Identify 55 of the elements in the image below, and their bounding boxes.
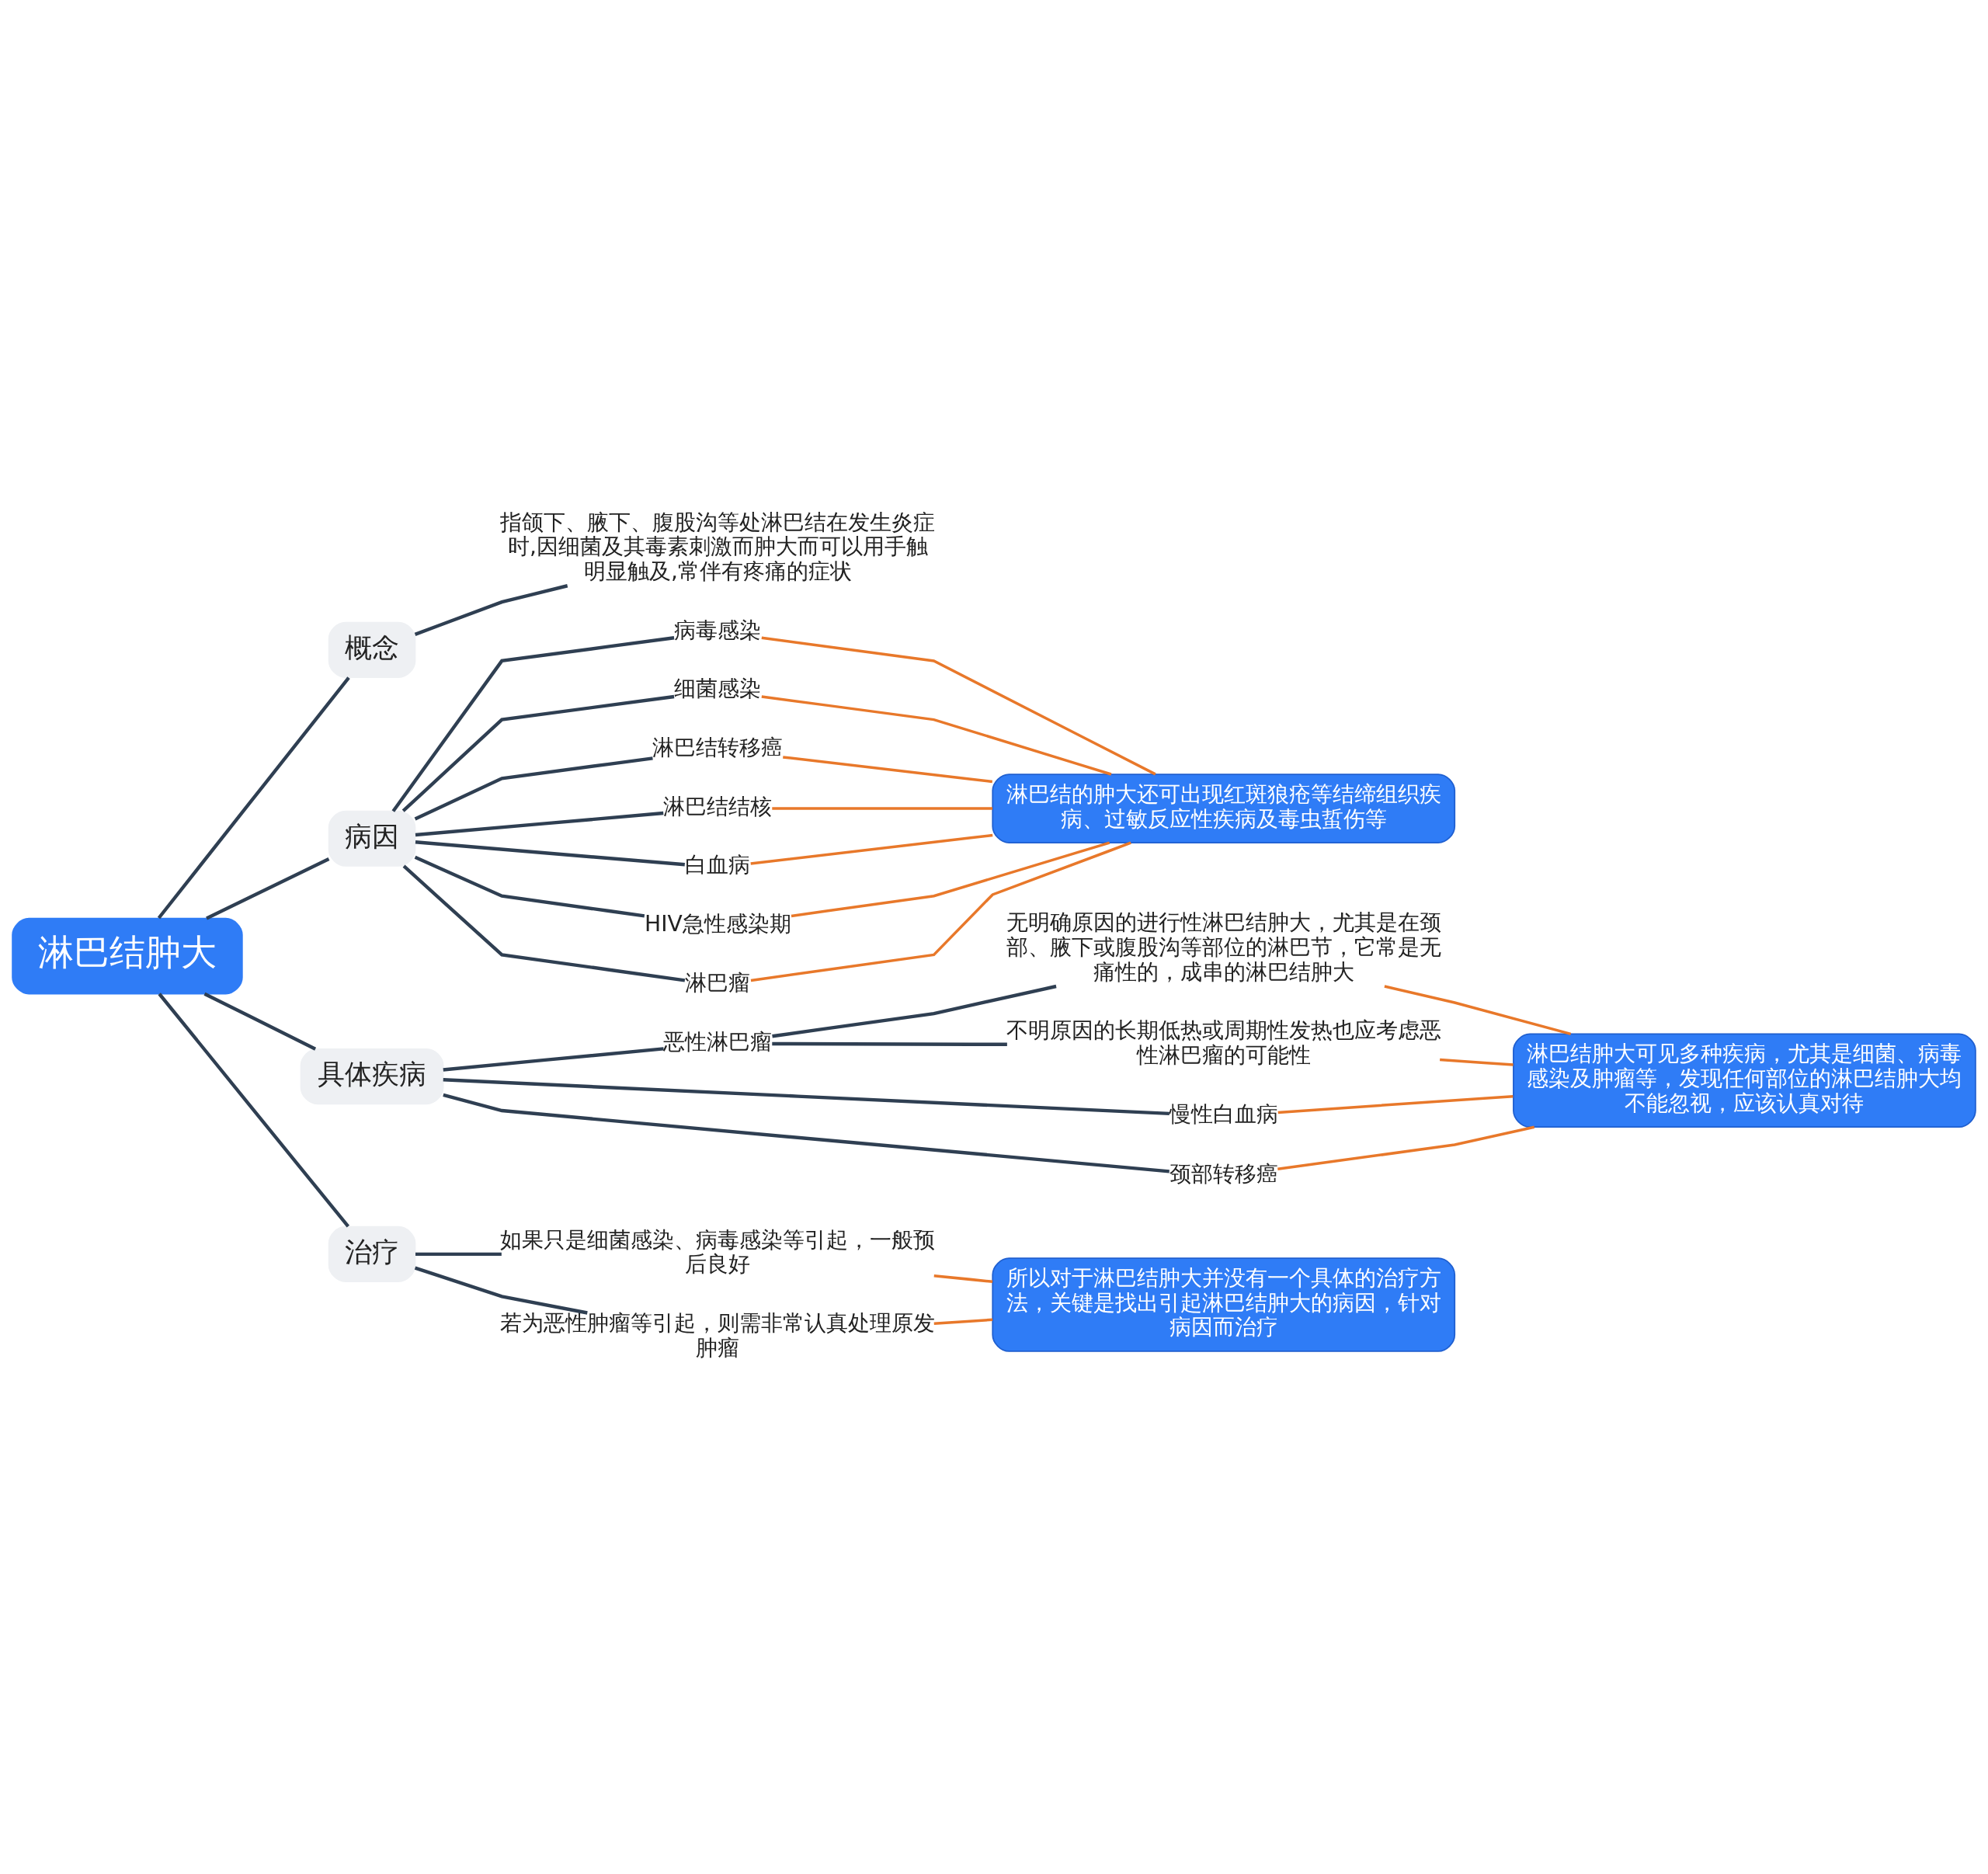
connector: [158, 993, 350, 1228]
connector: [415, 1252, 502, 1257]
connector: [933, 1274, 993, 1284]
node-box: 治疗: [328, 1226, 416, 1282]
node-text: 慢性白血病: [1169, 1100, 1278, 1127]
node-box: 病因: [328, 810, 416, 867]
connector: [783, 756, 993, 784]
connector: [414, 1266, 588, 1315]
node-text: 恶性淋巴瘤: [663, 1028, 773, 1055]
connector: [761, 636, 1156, 776]
connector: [1384, 985, 1572, 1036]
connector: [772, 807, 993, 810]
node-text: HIV急性感染期: [645, 911, 791, 937]
connector: [1277, 1094, 1514, 1114]
connector: [1440, 1058, 1514, 1066]
node-box: 淋巴结肿大可见多种疾病，尤其是细菌、病毒感染及肿瘤等，发现任何部位的淋巴结肿大均不能忽视，应该认真对待: [1513, 1033, 1976, 1128]
connector: [415, 840, 685, 867]
connector: [443, 1078, 1170, 1116]
node-text: 淋巴结转移癌: [652, 735, 784, 761]
connector: [203, 992, 317, 1051]
connector: [414, 756, 653, 821]
node-text: 病毒感染: [674, 617, 762, 643]
connector: [443, 1047, 664, 1072]
connector: [401, 694, 675, 812]
connector: [750, 841, 1131, 982]
connector: [750, 833, 993, 865]
connector: [443, 1093, 1170, 1173]
connector: [157, 676, 350, 920]
connector: [772, 984, 1057, 1038]
connector: [791, 841, 1110, 918]
connector: [761, 695, 1112, 776]
node-text: 如果只是细菌感染、病毒感染等引起，一般预后良好: [500, 1226, 936, 1278]
connector: [391, 636, 675, 812]
node-text: 淋巴结结核: [663, 793, 773, 819]
node-box: 概念: [328, 621, 416, 678]
node-text: 若为恶性肿瘤等引起，则需非常认真处理原发肿瘤: [500, 1310, 936, 1361]
node-box: 淋巴结的肿大还可出现红斑狼疮等结缔组织疾病、过敏反应性疾病及毒虫蜇伤等: [992, 774, 1456, 843]
connector: [402, 864, 686, 982]
node-text: 白血病: [685, 852, 751, 878]
node-text: 不明原因的长期低热或周期性发热也应考虑恶性淋巴瘤的可能性: [1006, 1017, 1441, 1069]
node-box: 所以对于淋巴结肿大并没有一个具体的治疗方法，关键是找出引起淋巴结肿大的病因，针对病因而治疗: [992, 1257, 1456, 1352]
node-text: 颈部转移癌: [1169, 1161, 1278, 1187]
node-text: 无明确原因的进行性淋巴结肿大，尤其是在颈部、腋下或腹股沟等部位的淋巴节，它常是无痛性的，成串的淋巴结肿大: [1006, 909, 1441, 985]
connector: [772, 1041, 1007, 1046]
connector: [414, 855, 645, 918]
node-text: 淋巴瘤: [685, 969, 751, 996]
connector: [415, 811, 664, 837]
node-text: 指颌下、腋下、腹股沟等处淋巴结在发生炎症时,因细菌及其毒素刺激而肿大而可以用手触明显触及,常伴有疼痛的症状: [500, 509, 936, 584]
connector: [206, 857, 330, 920]
connector: [933, 1318, 993, 1325]
node-box: 具体疾病: [300, 1048, 444, 1105]
node-box: 淋巴结肿大: [12, 917, 243, 995]
node-text: 细菌感染: [674, 676, 762, 702]
connector: [1277, 1125, 1535, 1170]
connector: [414, 584, 568, 636]
